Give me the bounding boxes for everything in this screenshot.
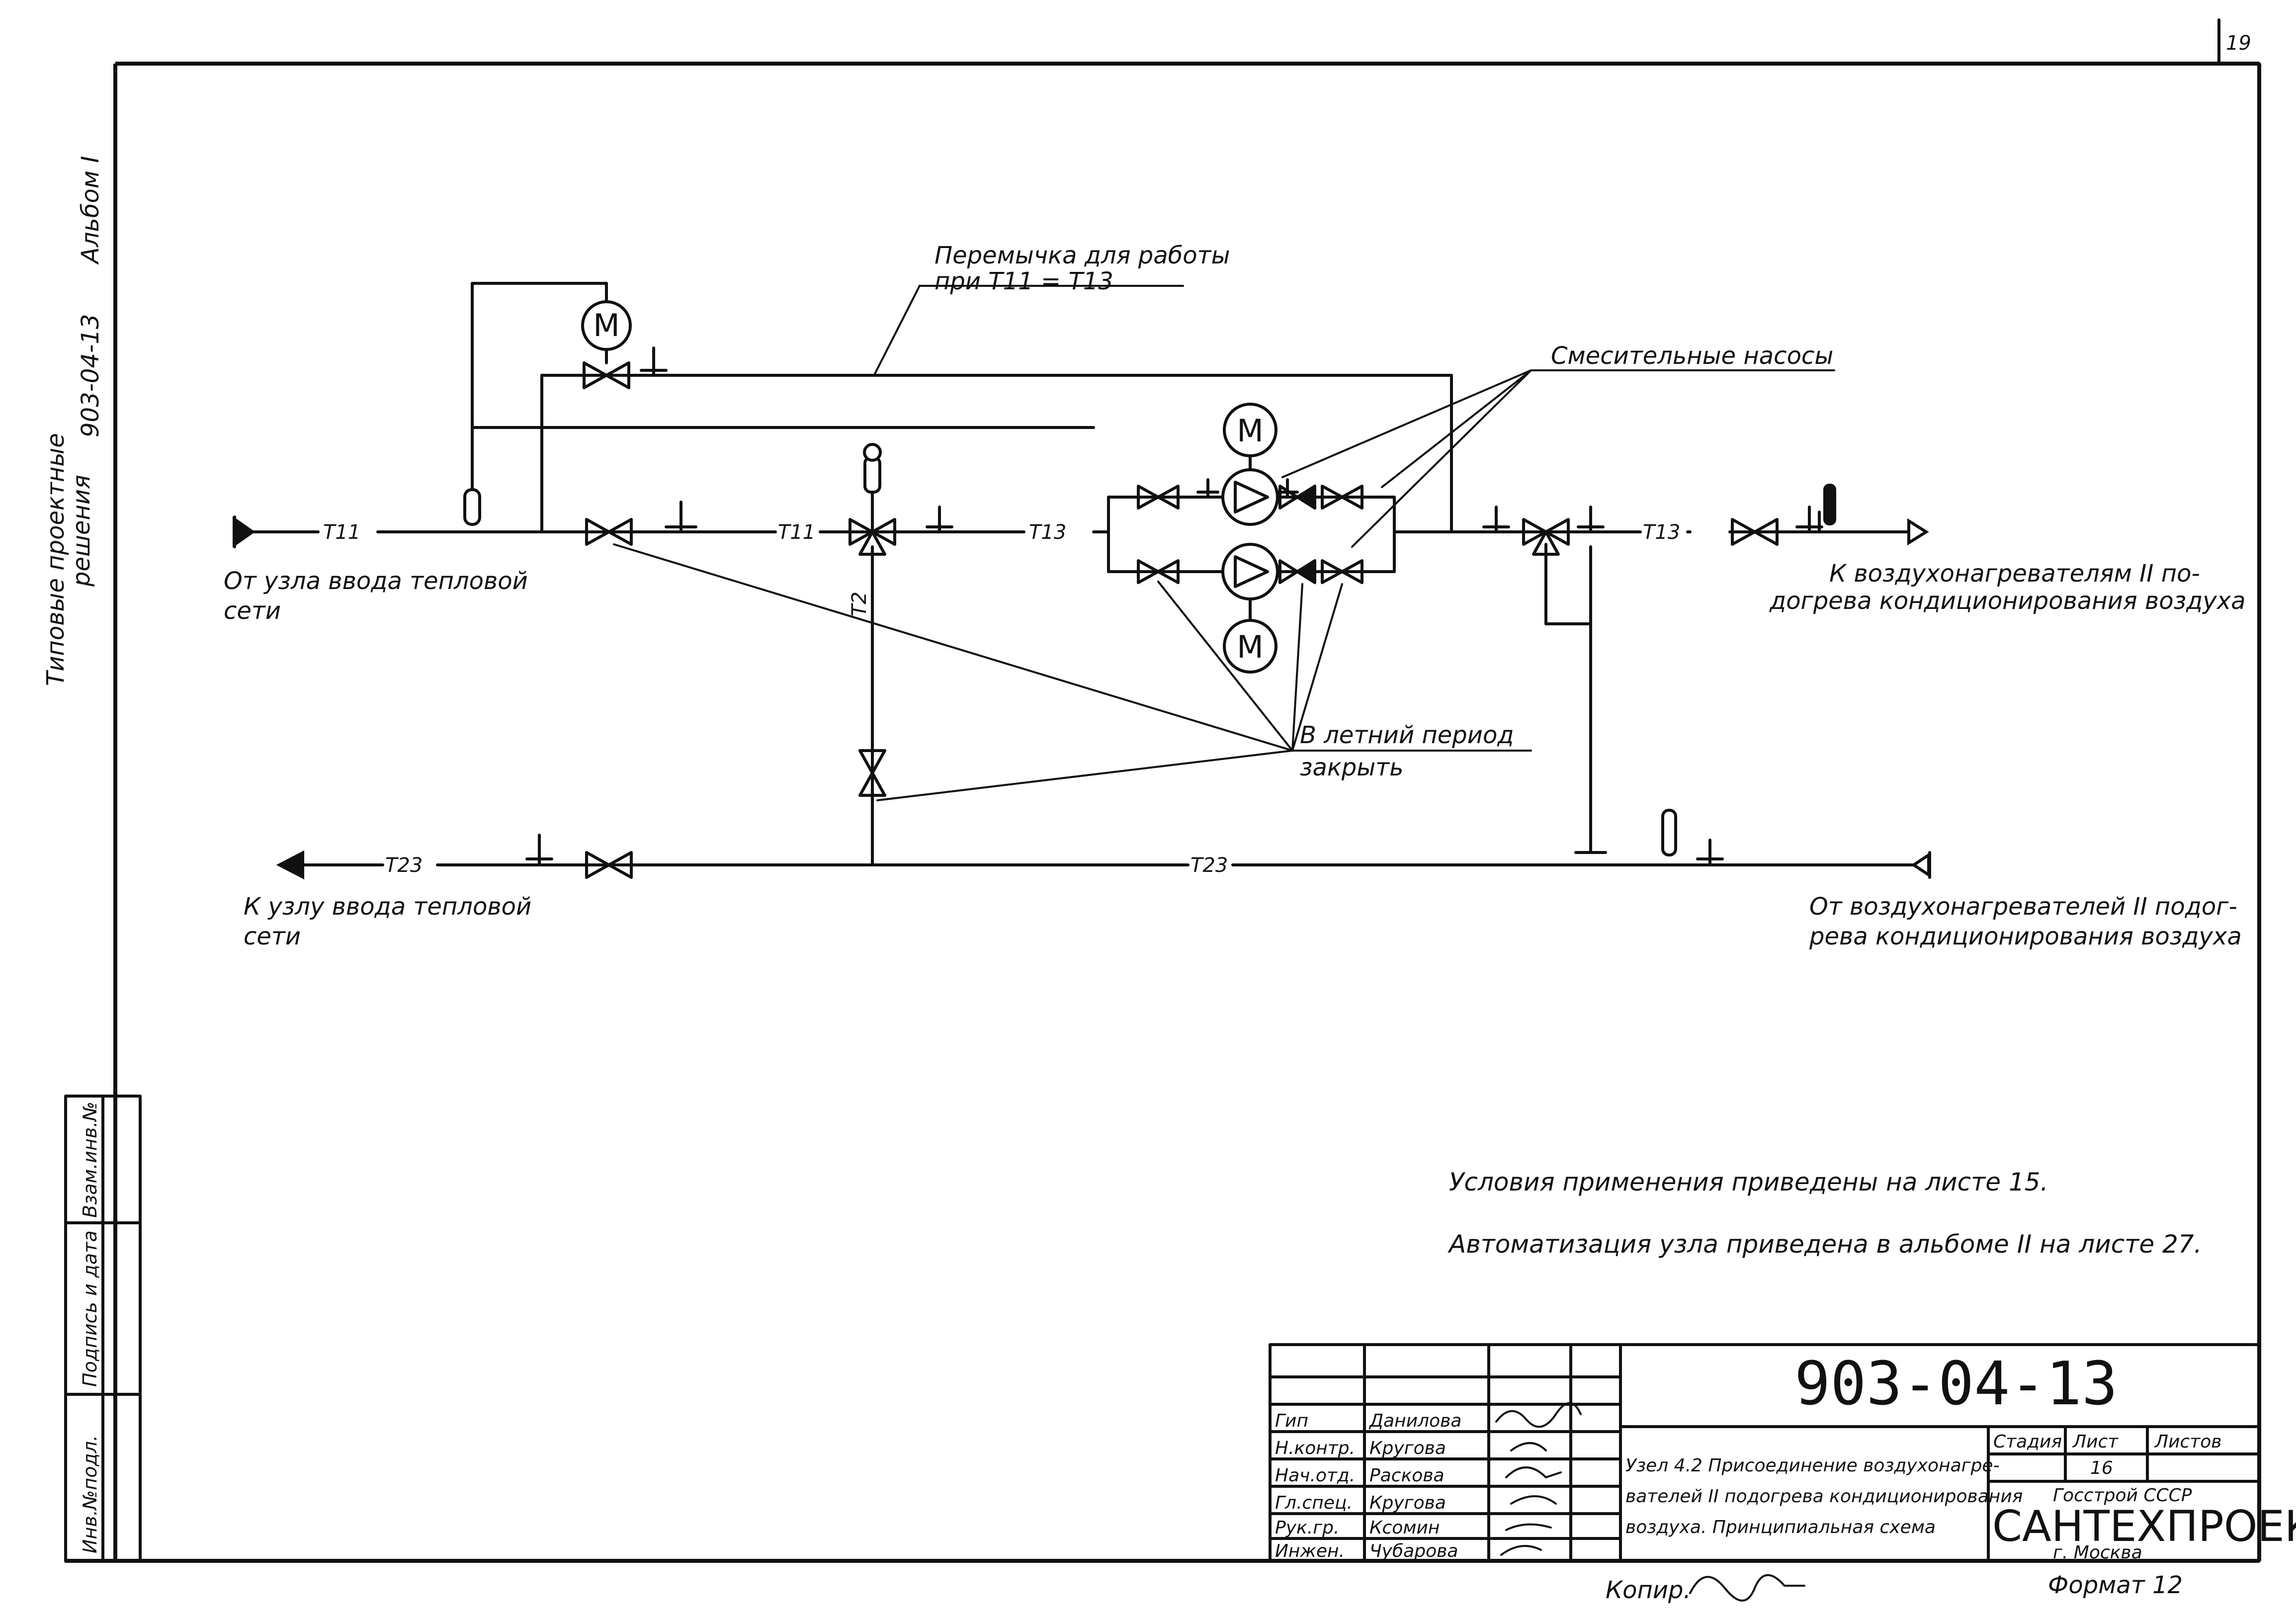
title-line2: вателей II подогрева кондиционирования	[1625, 1486, 2023, 1507]
note-conditions: Условия применения приведены на листе 15…	[1449, 1168, 2048, 1196]
name-3: Раскова	[1369, 1465, 1445, 1486]
summer-close-label-line1: В летний период	[1300, 721, 1514, 749]
motor-label-pump1: М	[1237, 413, 1264, 449]
sheet-label: Лист	[2072, 1432, 2119, 1452]
side-stamp-inv: Инв.№подл.	[79, 1435, 101, 1553]
from-heaters-label-line2: рева кондиционирования воздуха	[1809, 923, 2242, 950]
gate-valve-pump1-out-icon	[1321, 485, 1363, 510]
side-stamp-signature: Подпись и дата	[79, 1230, 101, 1387]
note-automation: Автоматизация узла приведена в альбоме I…	[1447, 1230, 2202, 1259]
role-3: Нач.отд.	[1275, 1465, 1355, 1486]
name-1: Данилова	[1368, 1411, 1461, 1431]
format-label: Формат 12	[2048, 1571, 2183, 1599]
org-line2: САНТЕХПРОЕКТ	[1992, 1502, 2296, 1551]
gate-valve-outlet-icon	[1731, 518, 1779, 546]
signatures	[1495, 1402, 1582, 1556]
pipe-label-t23: Т23	[385, 854, 423, 877]
copied-signature	[1689, 1574, 1805, 1602]
side-title: Типовые проектные решения 903-04-13 Альб…	[42, 156, 104, 686]
return-outlet-arrow-icon	[276, 850, 304, 880]
from-network-label-line1: От узла ввода тепловой	[224, 567, 528, 595]
name-2: Кругова	[1369, 1438, 1446, 1458]
thermometer-return-icon	[1661, 809, 1677, 856]
to-network-label-line1: К узлу ввода тепловой	[244, 893, 531, 921]
check-valve-pump2-icon	[1278, 559, 1316, 585]
name-4: Кругова	[1369, 1493, 1446, 1513]
to-heaters-label-line1: К воздухонагревателям II по-	[1829, 560, 2200, 588]
temperature-sensor-inlet-icon	[463, 488, 481, 526]
page-number: 19	[2226, 32, 2251, 55]
role-6: Инжен.	[1275, 1541, 1345, 1561]
pump-2-icon	[1221, 543, 1279, 674]
heaters-outlet-arrow-icon	[1907, 518, 1929, 546]
stage-label: Стадия	[1993, 1432, 2062, 1452]
side-stamp-replace: Взам.инв.№	[79, 1102, 101, 1218]
role-1: Гип	[1275, 1411, 1308, 1431]
role-5: Рук.гр.	[1275, 1518, 1339, 1538]
three-way-valve-outlet-icon	[1522, 518, 1570, 556]
inlet-arrow-icon	[233, 516, 255, 548]
title-line1: Узел 4.2 Присоединение воздухонагре-	[1625, 1455, 2000, 1476]
motor-label-pump2: М	[1237, 629, 1264, 665]
gate-valve-pump2-out-icon	[1321, 559, 1363, 584]
check-valve-pump1-icon	[1278, 484, 1316, 510]
pressure-taps	[525, 346, 1823, 866]
mixing-pumps-label: Смесительные насосы	[1551, 342, 1833, 370]
name-6: Чубарова	[1369, 1541, 1458, 1561]
gate-valve-inlet-icon	[585, 518, 633, 546]
title-line3: воздуха. Принципиальная схема	[1625, 1517, 1936, 1537]
pipe-label-t23-mid: Т23	[1191, 854, 1228, 877]
gate-valve-pump1-in-icon	[1137, 485, 1180, 510]
role-4: Гл.спец.	[1275, 1493, 1353, 1513]
summer-close-label-line2: закрыть	[1300, 754, 1404, 781]
doc-code: 903-04-13	[1794, 1350, 2118, 1419]
leader-lines	[613, 285, 1835, 801]
gate-valve-return-icon	[585, 851, 633, 879]
pipe-label-t13: Т13	[1029, 521, 1066, 544]
bypass-label-line1: Перемычка для работы	[935, 242, 1230, 269]
motorized-valve-icon	[581, 300, 632, 364]
pipe-label-t13-out: Т13	[1643, 521, 1680, 544]
pipe-label-t11: Т11	[323, 521, 360, 544]
thermometer-outlet-icon	[1818, 484, 1836, 533]
motor-label-bypass: М	[593, 307, 620, 343]
to-heaters-label-line2: догрева кондиционирования воздуха	[1769, 587, 2246, 615]
sheet-value: 16	[2090, 1458, 2113, 1478]
three-way-valve-icon	[849, 443, 896, 556]
side-title-code: 903-04-13	[77, 314, 104, 437]
side-stamp	[64, 1095, 142, 1562]
org-line3: г. Москва	[2053, 1542, 2142, 1563]
org-line1: Госстрой СССР	[2053, 1485, 2192, 1506]
role-2: Н.контр.	[1275, 1438, 1355, 1458]
gate-valve-summer-icon	[858, 749, 886, 797]
from-heaters-label-line1: От воздухонагревателей II подог-	[1809, 893, 2237, 921]
from-network-label-line2: сети	[224, 597, 281, 625]
title-block	[1269, 1343, 2261, 1562]
copied-label: Копир.	[1606, 1576, 1691, 1604]
pump-1-icon	[1221, 403, 1279, 526]
pipe-label-t2: Т2	[848, 592, 871, 616]
sheets-label: Листов	[2154, 1432, 2221, 1452]
side-title-line2: решения	[68, 475, 95, 587]
to-network-label-line2: сети	[244, 923, 301, 950]
gate-valve-pump2-in-icon	[1137, 559, 1180, 584]
pipe-label-t11-mid: Т11	[778, 521, 815, 544]
bypass-label-line2: при Т11 = Т13	[935, 267, 1113, 295]
gate-valve-bypass-icon	[583, 361, 630, 389]
name-5: Ксомин	[1369, 1518, 1440, 1538]
side-title-album: Альбом I	[77, 156, 104, 265]
heaters-inlet-arrow-icon	[1911, 852, 1930, 878]
side-title-line1: Типовые проектные	[42, 433, 70, 686]
